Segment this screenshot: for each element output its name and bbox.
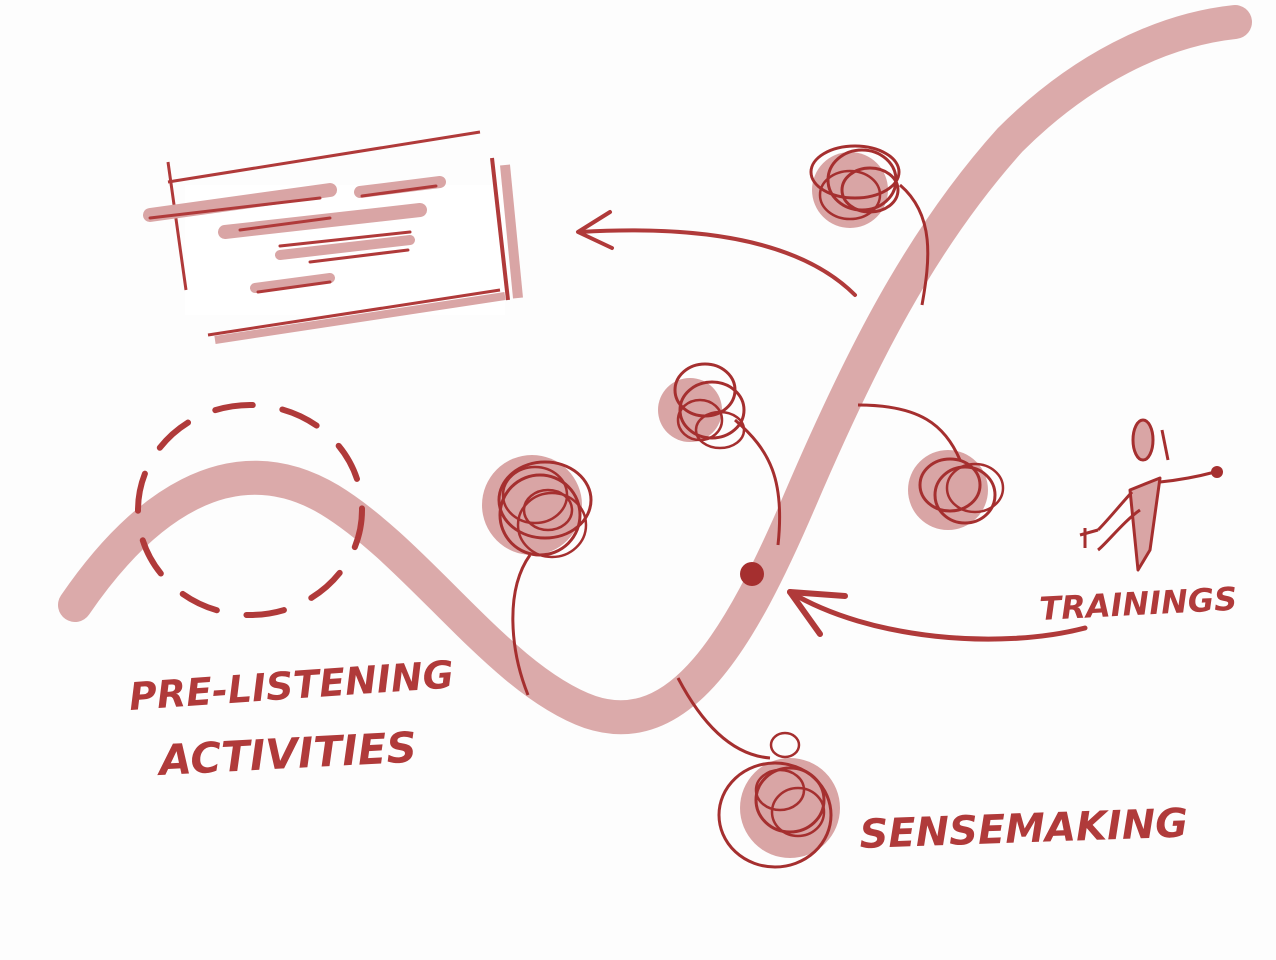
arrow-icon [787, 589, 1088, 642]
label-sensemaking: SENSEMAKING [859, 801, 1189, 858]
scribble-icon [857, 403, 1005, 530]
dot-icon [740, 562, 764, 586]
scribble-icon [482, 455, 593, 696]
main-path-band [58, 5, 1252, 735]
label-activities: ACTIVITIES [155, 723, 418, 786]
document-icon [143, 130, 523, 344]
scribble-icon [676, 677, 840, 869]
stick-figure-icon [1079, 418, 1223, 572]
dashed-circle-icon [135, 402, 365, 618]
label-trainings: TRAININGS [1038, 580, 1238, 628]
scribble-icon [809, 144, 930, 306]
label-pre-listening: PRE-LISTENING [128, 652, 456, 719]
arrow-icon [576, 210, 857, 297]
scribble-icon [658, 362, 782, 546]
